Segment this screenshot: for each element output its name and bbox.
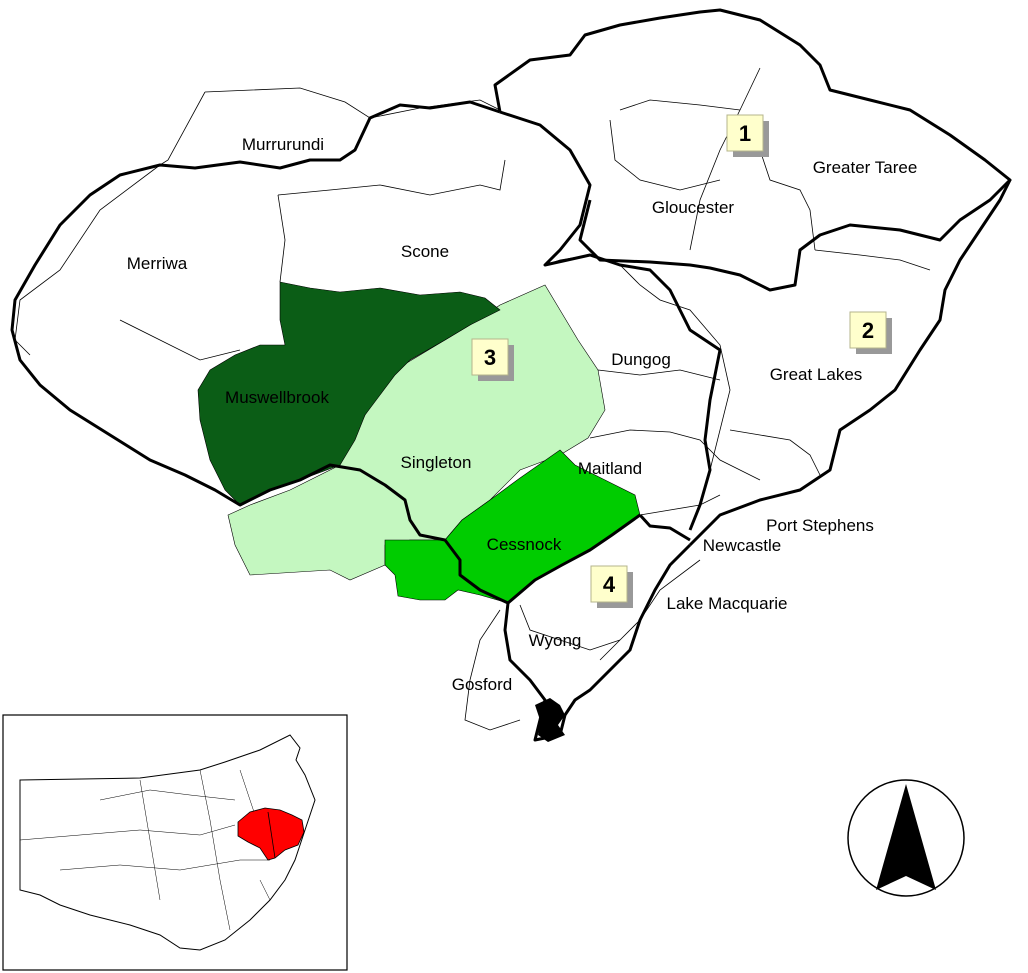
- label-muswellbrook: Muswellbrook: [225, 388, 329, 407]
- lga-labels: Murrurundi Merriwa Scone Gloucester Grea…: [127, 135, 918, 694]
- coastal-islands: [535, 698, 565, 742]
- label-merriwa: Merriwa: [127, 254, 188, 273]
- zone-number-2: 2: [862, 318, 874, 343]
- label-dungog: Dungog: [611, 350, 671, 369]
- label-maitland: Maitland: [578, 459, 642, 478]
- inset-locator-map: [2, 714, 348, 971]
- zone-number-1: 1: [739, 121, 751, 146]
- label-scone: Scone: [401, 242, 449, 261]
- zone-number-3: 3: [484, 345, 496, 370]
- label-port-stephens: Port Stephens: [766, 516, 874, 535]
- zone-marker-1: 1: [726, 114, 769, 157]
- north-arrow-icon: [847, 779, 965, 897]
- nsw-outline: [19, 734, 316, 951]
- label-great-lakes: Great Lakes: [770, 365, 863, 384]
- zone-number-4: 4: [603, 572, 616, 597]
- label-lake-macquarie: Lake Macquarie: [667, 594, 788, 613]
- nsw-internal-lines: [19, 769, 271, 931]
- label-gloucester: Gloucester: [652, 198, 735, 217]
- label-wyong: Wyong: [529, 631, 582, 650]
- zone-marker-2: 2: [849, 311, 892, 354]
- label-greater-taree: Greater Taree: [813, 158, 918, 177]
- label-newcastle: Newcastle: [703, 536, 781, 555]
- label-singleton: Singleton: [401, 453, 472, 472]
- cessnock-region: [384, 449, 641, 604]
- zone-markers: 1 2 3 4: [471, 114, 892, 608]
- label-gosford: Gosford: [452, 675, 512, 694]
- zone-marker-3: 3: [471, 338, 514, 381]
- lga-fills: [197, 281, 641, 604]
- lga-boundaries: [14, 67, 931, 731]
- zone-boundaries: [10, 8, 1012, 742]
- label-cessnock: Cessnock: [487, 535, 562, 554]
- zone-marker-4: 4: [590, 565, 633, 608]
- label-murrurundi: Murrurundi: [242, 135, 324, 154]
- muswellbrook-region: [197, 281, 501, 506]
